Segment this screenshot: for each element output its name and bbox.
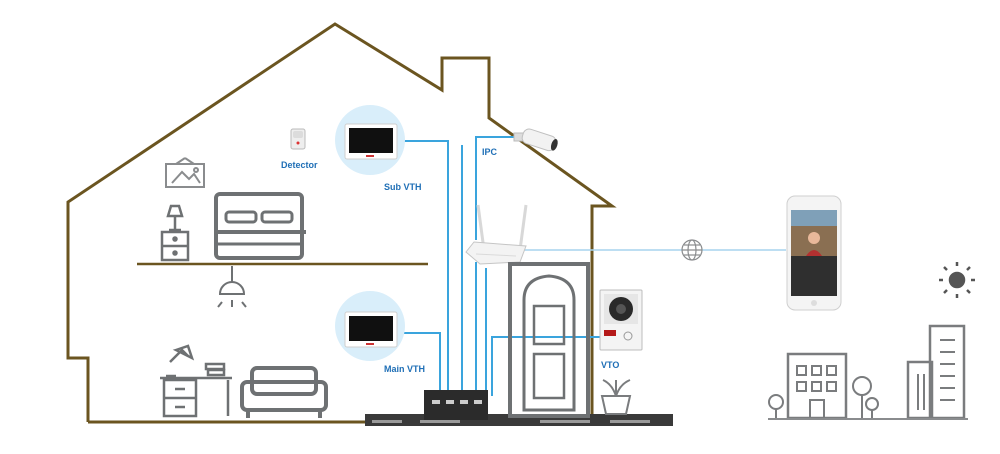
vto-label: VTO xyxy=(601,360,619,370)
wifi-router-icon xyxy=(465,204,528,265)
sun-icon xyxy=(939,262,975,298)
sub-vth-label: Sub VTH xyxy=(384,182,422,192)
main-vth-label: Main VTH xyxy=(384,364,425,374)
network-switch-icon xyxy=(424,390,488,420)
desk-icon xyxy=(160,344,232,418)
detector-icon xyxy=(290,128,306,150)
tree-icon xyxy=(768,376,879,418)
office-building-icon xyxy=(786,352,848,420)
smartphone-icon xyxy=(786,195,842,311)
door-icon xyxy=(508,262,590,418)
tower-building-icon xyxy=(906,324,966,420)
house-outline-icon xyxy=(66,22,617,424)
ipc-label: IPC xyxy=(482,147,498,157)
ipc-camera-icon xyxy=(513,128,558,152)
nightstand-lamp-icon xyxy=(160,204,190,262)
ceiling-lamp-icon xyxy=(217,266,247,308)
main-vth-monitor-icon xyxy=(335,291,405,361)
detector-label: Detector xyxy=(281,160,318,170)
picture-frame-icon xyxy=(165,157,205,188)
sofa-icon xyxy=(240,366,328,418)
bed-icon xyxy=(214,192,306,260)
globe-icon xyxy=(681,239,703,261)
vto-doorstation-icon xyxy=(599,289,643,351)
sub-vth-monitor-icon xyxy=(335,105,405,175)
plant-icon xyxy=(600,379,632,415)
